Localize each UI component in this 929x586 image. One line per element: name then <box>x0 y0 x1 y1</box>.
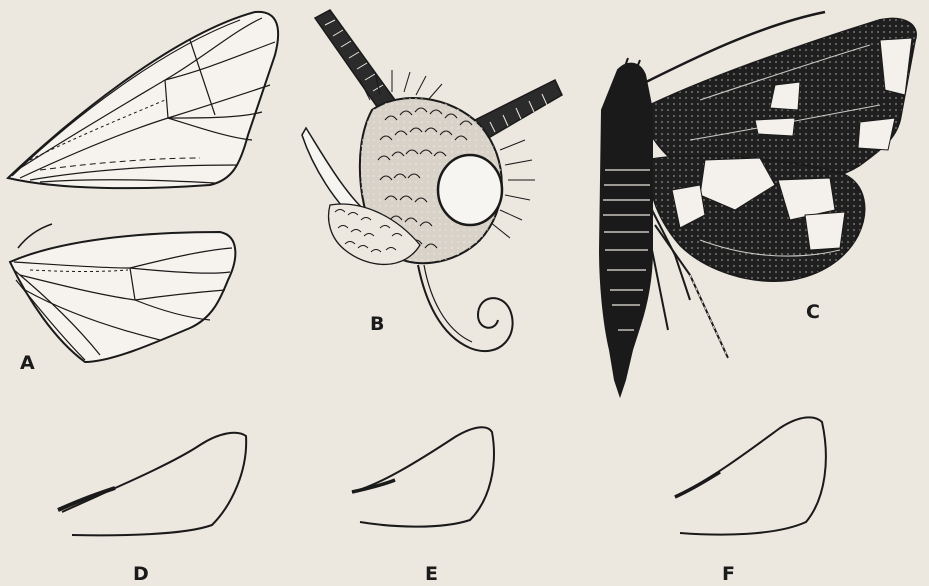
label-b: B <box>370 313 384 335</box>
figure-f-wing-outline <box>675 417 826 534</box>
label-f: F <box>722 563 735 585</box>
figure-a-hindwing <box>10 224 235 362</box>
label-e: E <box>425 563 438 585</box>
label-d: D <box>133 563 149 585</box>
figure-c-moth <box>600 12 916 395</box>
figure-a-forewing <box>8 12 278 188</box>
label-a: A <box>20 352 35 374</box>
figure-b-moth-head <box>302 10 562 351</box>
label-c: C <box>806 301 820 323</box>
figure-d-wing-outline <box>58 433 246 536</box>
figure-e-wing-outline <box>352 427 494 526</box>
